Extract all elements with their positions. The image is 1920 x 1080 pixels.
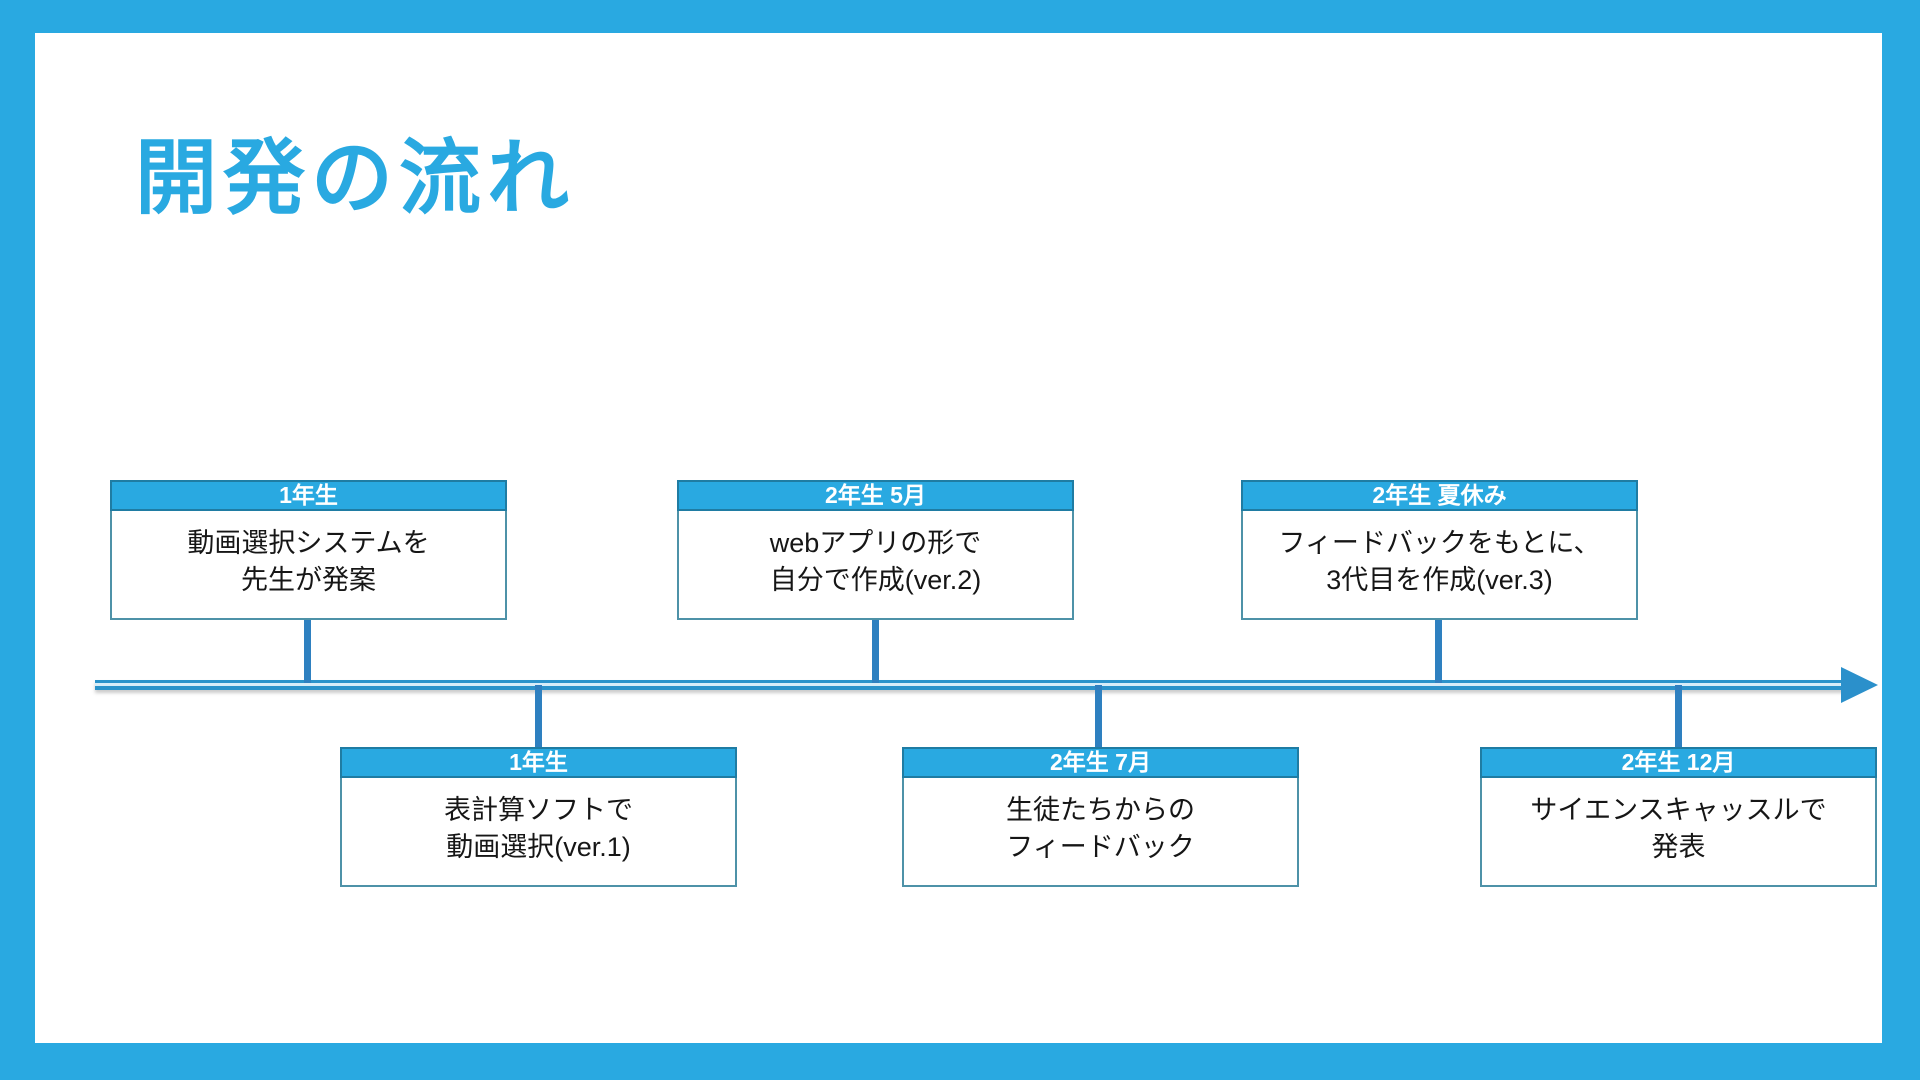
event-description-line: 動画選択(ver.1) <box>446 832 631 862</box>
event-period-header: 2年生 5月 <box>677 480 1074 511</box>
connector-line <box>304 620 311 683</box>
event-period-header: 1年生 <box>340 747 737 778</box>
timeline-event-box: 2年生 7月 生徒たちからの フィードバック <box>902 747 1299 887</box>
event-period-header: 1年生 <box>110 480 507 511</box>
event-period-label: 2年生 夏休み <box>1372 482 1507 508</box>
event-description: サイエンスキャッスルで 発表 <box>1480 778 1877 887</box>
connector-line <box>1675 685 1682 747</box>
event-description: 動画選択システムを 先生が発案 <box>110 511 507 620</box>
event-description-line: フィードバック <box>1006 832 1195 862</box>
event-description: フィードバックをもとに、 3代目を作成(ver.3) <box>1241 511 1638 620</box>
event-period-label: 1年生 <box>279 482 338 508</box>
event-description-line: webアプリの形で <box>769 528 982 558</box>
event-period-label: 2年生 5月 <box>825 482 926 508</box>
timeline-event-box: 1年生 動画選択システムを 先生が発案 <box>110 480 507 620</box>
connector-line <box>1435 620 1442 683</box>
event-description-line: 先生が発案 <box>241 565 376 595</box>
event-period-header: 2年生 夏休み <box>1241 480 1638 511</box>
event-description-line: サイエンスキャッスルで <box>1530 795 1827 825</box>
timeline-event-box: 2年生 5月 webアプリの形で 自分で作成(ver.2) <box>677 480 1074 620</box>
timeline-event-box: 2年生 夏休み フィードバックをもとに、 3代目を作成(ver.3) <box>1241 480 1638 620</box>
event-description-line: 表計算ソフトで <box>444 795 633 825</box>
timeline-axis <box>95 680 1845 690</box>
event-description: 生徒たちからの フィードバック <box>902 778 1299 887</box>
event-description-line: 3代目を作成(ver.3) <box>1326 565 1553 595</box>
event-description-line: フィードバックをもとに、 <box>1278 528 1601 558</box>
event-period-label: 2年生 12月 <box>1621 749 1736 775</box>
slide-canvas: 開発の流れ 1年生 動画選択システムを 先生が発案 2年生 5月 <box>35 33 1882 1043</box>
slide-title: 開発の流れ <box>135 133 576 224</box>
event-description-line: 発表 <box>1651 832 1706 862</box>
event-period-header: 2年生 12月 <box>1480 747 1877 778</box>
timeline-event-box: 1年生 表計算ソフトで 動画選択(ver.1) <box>340 747 737 887</box>
connector-line <box>872 620 879 683</box>
event-period-label: 2年生 7月 <box>1050 749 1151 775</box>
event-description: webアプリの形で 自分で作成(ver.2) <box>677 511 1074 620</box>
event-period-label: 1年生 <box>509 749 568 775</box>
connector-line <box>1095 685 1102 747</box>
arrow-right-icon <box>1841 667 1878 703</box>
timeline-event-box: 2年生 12月 サイエンスキャッスルで 発表 <box>1480 747 1877 887</box>
event-period-header: 2年生 7月 <box>902 747 1299 778</box>
event-description-line: 生徒たちからの <box>1006 795 1195 825</box>
connector-line <box>535 685 542 747</box>
event-description-line: 動画選択システムを <box>187 528 430 558</box>
event-description: 表計算ソフトで 動画選択(ver.1) <box>340 778 737 887</box>
event-description-line: 自分で作成(ver.2) <box>769 565 982 595</box>
